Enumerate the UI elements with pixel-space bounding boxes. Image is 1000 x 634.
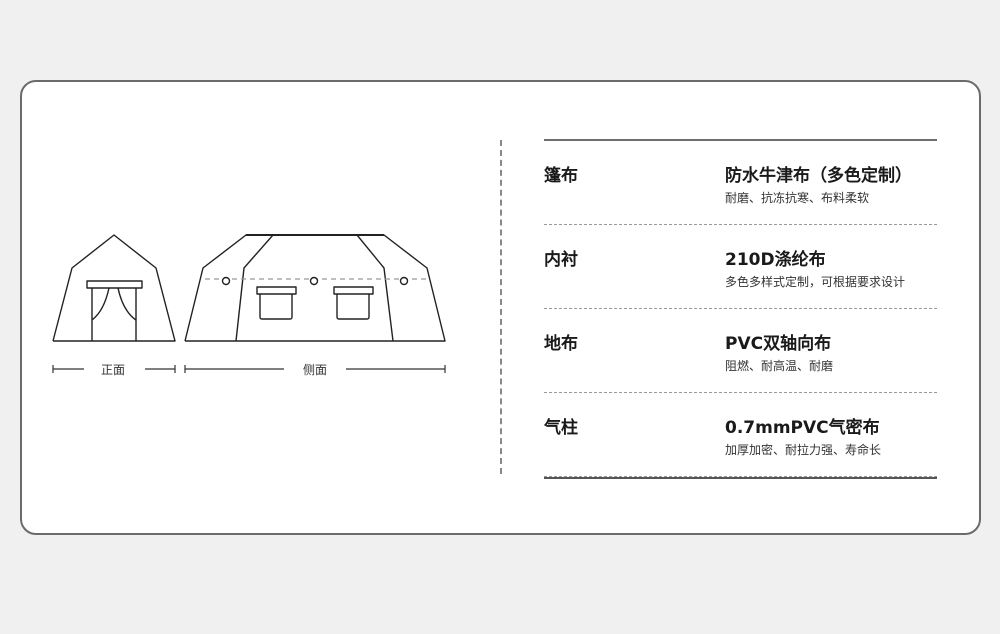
front-view-label: 正面 (100, 363, 126, 377)
spec-row-groundsheet: 地布 PVC双轴向布 阻燃、耐高温、耐磨 (544, 309, 937, 393)
spec-desc: 加厚加密、耐拉力强、寿命长 (725, 443, 882, 457)
side-view-tent-icon (184, 234, 446, 342)
spec-label: 内衬 (544, 250, 578, 270)
side-view-label: 侧面 (302, 363, 328, 377)
vertical-divider (500, 140, 502, 474)
spec-desc: 多色多样式定制，可根据要求设计 (725, 275, 906, 289)
spec-table: 篷布 防水牛津布（多色定制） 耐磨、抗冻抗寒、布料柔软 内衬 210D涤纶布 多… (544, 139, 937, 479)
spec-label: 篷布 (544, 166, 578, 186)
spec-label: 地布 (544, 334, 578, 354)
spec-row-lining: 内衬 210D涤纶布 多色多样式定制，可根据要求设计 (544, 225, 937, 309)
table-bottom-rule (544, 477, 937, 479)
spec-label: 气柱 (544, 418, 578, 438)
dimension-lines (52, 365, 446, 373)
spec-value: 210D涤纶布 (725, 250, 826, 270)
spec-desc: 耐磨、抗冻抗寒、布料柔软 (725, 191, 870, 205)
table-top-rule (544, 139, 937, 141)
spec-row-air-column: 气柱 0.7mmPVC气密布 加厚加密、耐拉力强、寿命长 (544, 393, 937, 477)
spec-value: PVC双轴向布 (725, 334, 832, 354)
spec-row-canopy: 篷布 防水牛津布（多色定制） 耐磨、抗冻抗寒、布料柔软 (544, 141, 937, 225)
spec-value: 0.7mmPVC气密布 (725, 418, 880, 438)
spec-value: 防水牛津布（多色定制） (725, 166, 912, 186)
front-view-tent-icon (52, 234, 176, 342)
spec-desc: 阻燃、耐高温、耐磨 (725, 359, 834, 373)
